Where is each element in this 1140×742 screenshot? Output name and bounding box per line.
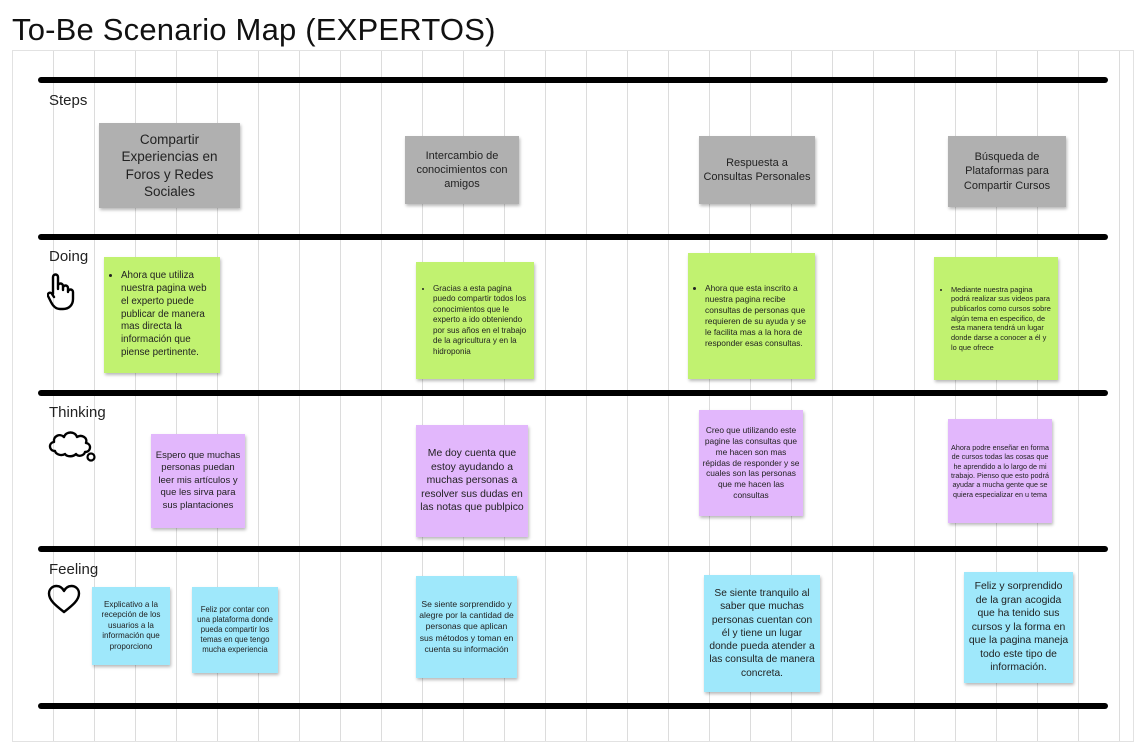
doing-note-text: Mediante nuestra pagina podrá realizar s… — [951, 285, 1052, 352]
doing-note-text: Ahora que utiliza nuestra pagina web el … — [121, 270, 214, 359]
thinking-note-text: Ahora podre enseñar en forma de cursos t… — [951, 442, 1049, 499]
row-divider — [38, 390, 1108, 396]
row-divider — [38, 77, 1108, 83]
feeling-sticky-note[interactable]: Se siente tranquilo al saber que muchas … — [704, 575, 820, 692]
doing-sticky-note[interactable]: Mediante nuestra pagina podrá realizar s… — [934, 257, 1058, 380]
thinking-sticky-note[interactable]: Creo que utilizando este pagine las cons… — [699, 410, 803, 516]
step-card-text: Intercambio de conocimientos con amigos — [416, 149, 508, 191]
thought-cloud-icon — [48, 431, 96, 462]
feeling-note-text: Feliz y sorprendido de la gran acogida q… — [968, 581, 1069, 674]
step-card[interactable]: Respuesta a Consultas Personales — [699, 136, 815, 204]
thinking-note-text: Me doy cuenta que estoy ayudando a mucha… — [420, 448, 524, 514]
row-divider — [38, 234, 1108, 240]
doing-note-text: Gracias a esta pagina puedo compartir to… — [433, 284, 528, 358]
step-card-text: Respuesta a Consultas Personales — [703, 156, 811, 183]
feeling-sticky-note[interactable]: Se siente sorprendido y alegre por la ca… — [416, 576, 517, 678]
thinking-note-text: Espero que muchas personas puedan leer m… — [155, 450, 241, 511]
row-label-doing: Doing — [49, 248, 89, 265]
thinking-sticky-note[interactable]: Espero que muchas personas puedan leer m… — [151, 434, 245, 528]
feeling-note-text: Se siente tranquilo al saber que muchas … — [709, 588, 815, 679]
feeling-sticky-note[interactable]: Explicativo a la recepción de los usuari… — [92, 587, 170, 665]
doing-sticky-note[interactable]: Ahora que utiliza nuestra pagina web el … — [104, 257, 220, 373]
feeling-note-text: Se siente sorprendido y alegre por la ca… — [419, 599, 514, 654]
thinking-sticky-note[interactable]: Me doy cuenta que estoy ayudando a mucha… — [416, 425, 528, 537]
row-label-thinking: Thinking — [49, 404, 106, 421]
step-card[interactable]: Compartir Experiencias en Foros y Redes … — [99, 123, 240, 208]
thinking-note-text: Creo que utilizando este pagine las cons… — [702, 424, 800, 501]
doing-note-text: Ahora que esta inscrito a nuestra pagina… — [705, 283, 809, 349]
doing-sticky-note[interactable]: Ahora que esta inscrito a nuestra pagina… — [688, 253, 815, 379]
doing-sticky-note[interactable]: Gracias a esta pagina puedo compartir to… — [416, 262, 534, 379]
hand-pointer-icon — [47, 273, 75, 311]
row-label-steps: Steps — [49, 92, 88, 109]
feeling-note-text: Feliz por contar con una plataforma dond… — [197, 604, 273, 655]
step-card[interactable]: Búsqueda de Plataformas para Compartir C… — [948, 136, 1066, 207]
feeling-sticky-note[interactable]: Feliz por contar con una plataforma dond… — [192, 587, 278, 673]
feeling-sticky-note[interactable]: Feliz y sorprendido de la gran acogida q… — [964, 572, 1073, 683]
page-title: To-Be Scenario Map (EXPERTOS) — [12, 12, 496, 47]
row-label-feeling: Feeling — [49, 561, 99, 578]
step-card[interactable]: Intercambio de conocimientos con amigos — [405, 136, 519, 204]
step-card-text: Búsqueda de Plataformas para Compartir C… — [963, 151, 1051, 192]
thinking-sticky-note[interactable]: Ahora podre enseñar en forma de cursos t… — [948, 419, 1052, 523]
heart-icon — [47, 584, 81, 614]
feeling-note-text: Explicativo a la recepción de los usuari… — [101, 599, 161, 651]
row-divider — [38, 703, 1108, 709]
row-divider — [38, 546, 1108, 552]
step-card-text: Compartir Experiencias en Foros y Redes … — [121, 131, 218, 199]
